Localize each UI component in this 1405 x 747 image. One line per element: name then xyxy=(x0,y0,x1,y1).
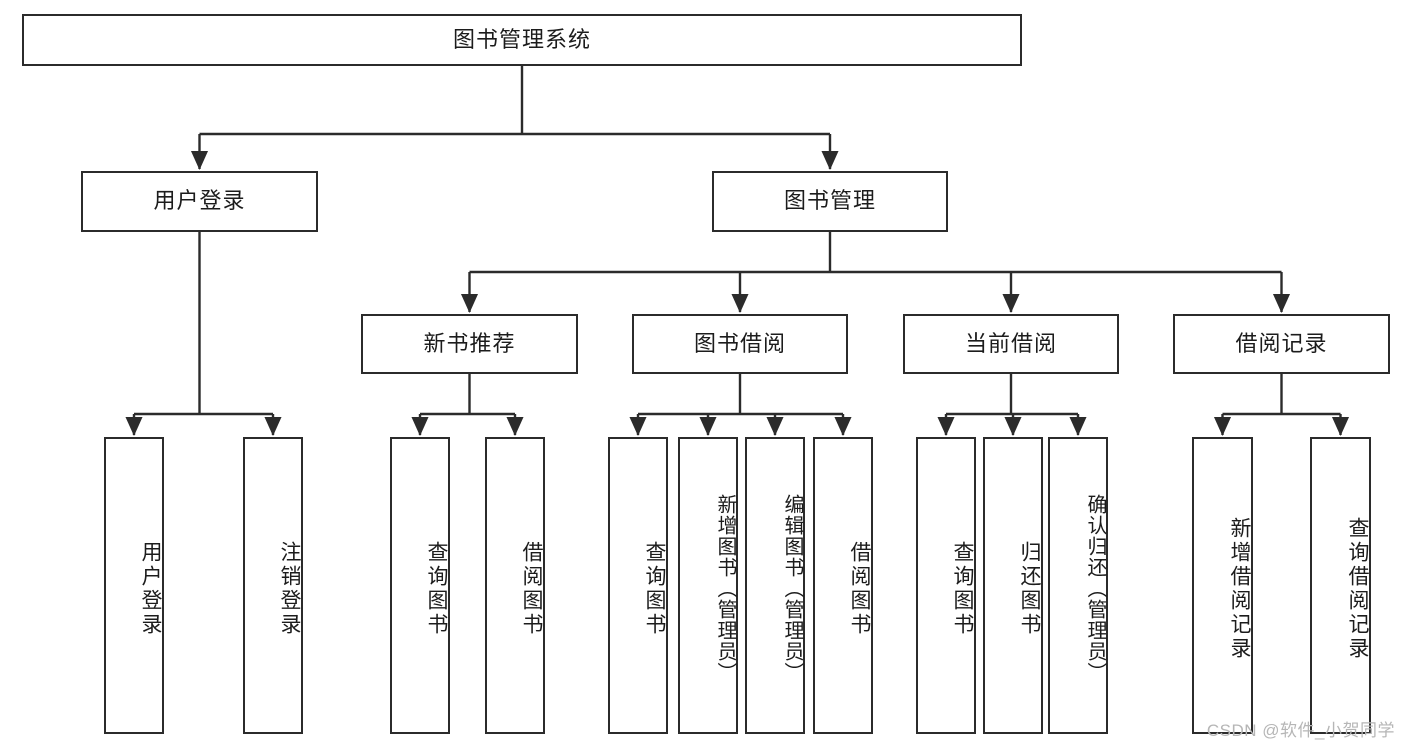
node-book-borrow[interactable]: 图书借阅 xyxy=(632,314,848,374)
watermark-text: CSDN @软件_小贺同学 xyxy=(1206,721,1395,740)
node-new-book-recommend[interactable]: 新书推荐 xyxy=(361,314,578,374)
leaf-logout-login[interactable]: 注销登录 xyxy=(243,437,303,734)
leaf-borrow-book-borrow[interactable]: 借阅图书 xyxy=(813,437,873,734)
leaf-query-book-borrow[interactable]: 查询图书 xyxy=(608,437,668,734)
leaf-add-book-admin[interactable]: 新增图书（管理员） xyxy=(678,437,738,734)
leaf-return-book[interactable]: 归还图书 xyxy=(983,437,1043,734)
leaf-user-login[interactable]: 用户登录 xyxy=(104,437,164,734)
leaf-query-borrow-record[interactable]: 查询借阅记录 xyxy=(1310,437,1371,734)
node-current-borrow[interactable]: 当前借阅 xyxy=(903,314,1119,374)
node-borrow-record[interactable]: 借阅记录 xyxy=(1173,314,1390,374)
leaf-edit-book-admin[interactable]: 编辑图书（管理员） xyxy=(745,437,805,734)
node-root[interactable]: 图书管理系统 xyxy=(22,14,1022,66)
leaf-borrow-book-recommend[interactable]: 借阅图书 xyxy=(485,437,545,734)
leaf-query-book-current[interactable]: 查询图书 xyxy=(916,437,976,734)
leaf-confirm-return-admin[interactable]: 确认归还（管理员） xyxy=(1048,437,1108,734)
leaf-query-book-recommend[interactable]: 查询图书 xyxy=(390,437,450,734)
node-user-login[interactable]: 用户登录 xyxy=(81,171,318,232)
node-book-manage[interactable]: 图书管理 xyxy=(712,171,948,232)
leaf-add-borrow-record[interactable]: 新增借阅记录 xyxy=(1192,437,1253,734)
